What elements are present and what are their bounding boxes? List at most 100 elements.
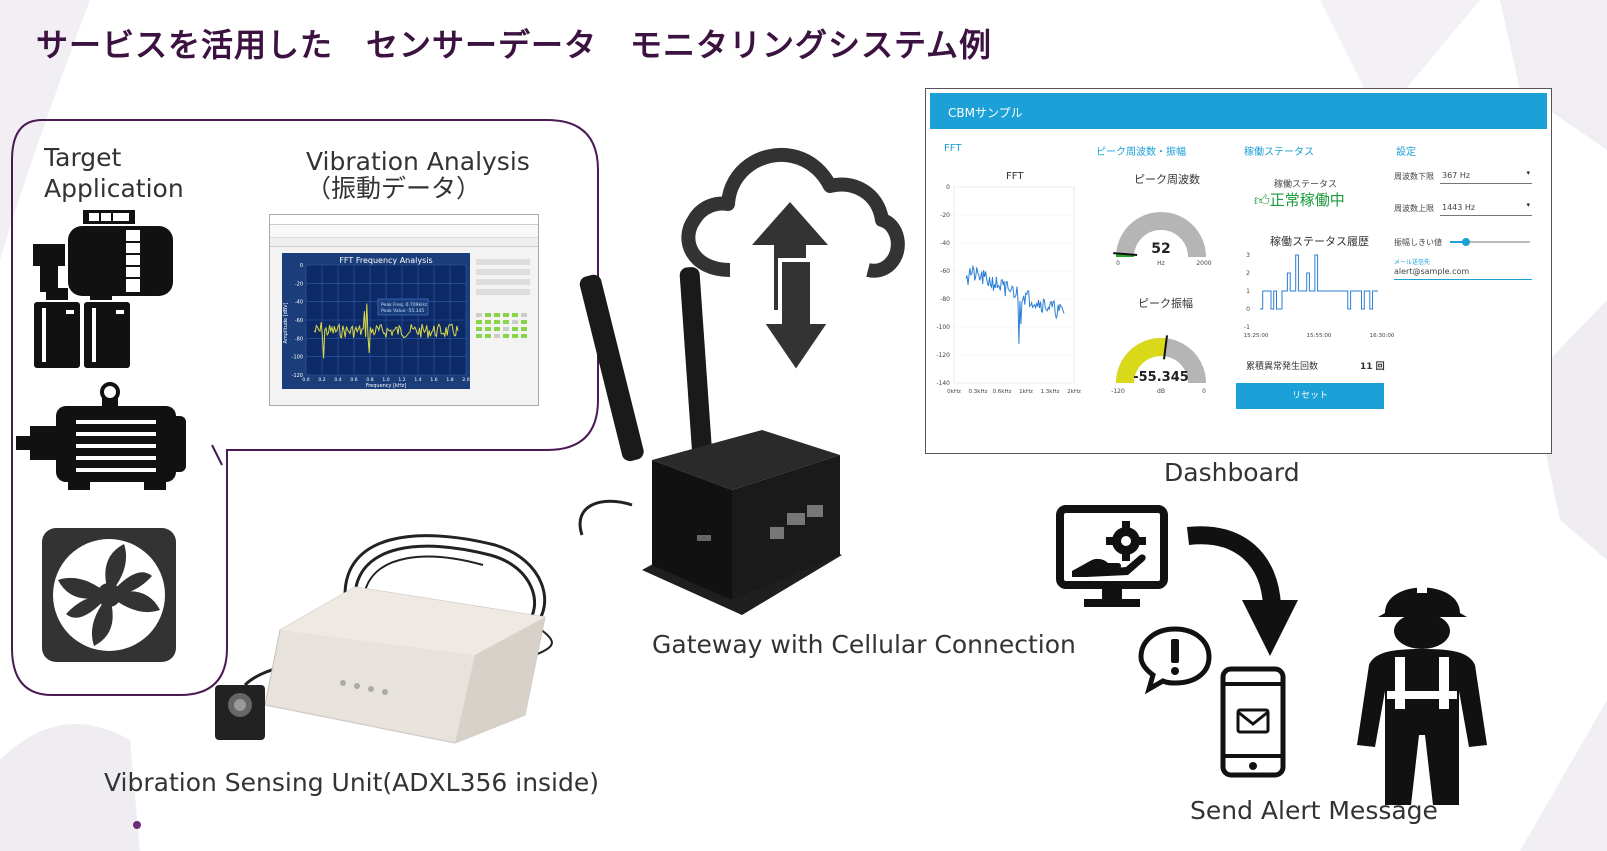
anomaly-count-value: 11 回 — [1360, 362, 1385, 372]
freq-upper-label: 周波数上限 — [1394, 204, 1434, 213]
monitor-service-icon — [1056, 505, 1168, 607]
mail-label: メール送信先 — [1394, 259, 1431, 266]
fft-y-tick: -60 — [940, 268, 950, 275]
va-led — [512, 334, 518, 338]
mail-input[interactable]: alert@sample.com — [1394, 265, 1532, 280]
va-led — [503, 327, 509, 331]
va-fft-chart: FFT Frequency Analysis 0-20-40-60-80-100… — [282, 253, 470, 389]
target-bubble — [11, 119, 599, 696]
va-x-tick: 2.0 — [462, 377, 469, 383]
va-titlebar — [270, 215, 538, 225]
vibration-analysis-label: Vibration Analysis （振動データ） — [306, 148, 530, 202]
freq-upper-value: 1443 Hz — [1442, 203, 1476, 212]
sensing-unit-label: Vibration Sensing Unit(ADXL356 inside) — [104, 768, 600, 797]
va-y-tick: -80 — [295, 336, 303, 342]
fft-y-tick: -140 — [936, 380, 950, 387]
status-x-tick: 16:30:00 — [1370, 333, 1395, 339]
status-y-tick: -1 — [1244, 324, 1250, 331]
va-led — [494, 313, 500, 317]
status-y-tick: 3 — [1246, 252, 1250, 259]
dashboard-screen: CBMサンプル FFT FFT 0-20-40-60-80-100-120-14… — [925, 88, 1552, 454]
status-history-title: 稼働ステータス履歴 — [1270, 235, 1369, 248]
va-y-tick: 0 — [300, 263, 303, 269]
fft-x-tick: 0.6kHz — [993, 389, 1012, 395]
status-x-tick: 15:55:00 — [1307, 333, 1332, 339]
fft-x-tick: 2kHz — [1067, 389, 1081, 395]
pump-motor-icon — [33, 210, 173, 368]
dashboard-header: CBMサンプル — [930, 93, 1547, 129]
fan-icon — [42, 528, 176, 662]
fft-x-tick: 1kHz — [1019, 389, 1033, 395]
fft-y-tick: -40 — [940, 240, 950, 247]
va-led — [512, 313, 518, 317]
va-led-grid — [476, 313, 530, 338]
dashboard-settings-panel: 設定 周波数下限 367 Hz ▾ 周波数上限 1443 Hz ▾ 振幅しきい値… — [1392, 133, 1542, 449]
mail-value: alert@sample.com — [1394, 267, 1470, 276]
va-x-tick: 0.2 — [318, 377, 325, 383]
va-fft-trace — [313, 303, 459, 359]
va-x-tick: 1.8 — [446, 377, 453, 383]
va-led — [512, 320, 518, 324]
va-y-label: Amplitude [dBV] — [283, 302, 289, 343]
gateway-image — [578, 267, 842, 615]
va-led — [521, 334, 527, 338]
vibration-analysis-screen: FFT Frequency Analysis 0-20-40-60-80-100… — [269, 214, 539, 406]
freq-lower-select[interactable]: 367 Hz ▾ — [1440, 167, 1532, 184]
va-led — [512, 327, 518, 331]
peak-amp-title: ピーク振幅 — [1138, 297, 1193, 310]
peak-freq-gauge: 52 Hz 0 2000 — [1113, 212, 1212, 267]
va-led — [494, 327, 500, 331]
target-label-line1: Target — [44, 143, 122, 172]
va-led — [476, 327, 482, 331]
threshold-slider-handle[interactable] — [1462, 238, 1470, 246]
reset-button[interactable]: リセット — [1236, 383, 1384, 409]
fft-y-tick: -80 — [940, 296, 950, 303]
gateway-label: Gateway with Cellular Connection — [652, 630, 1076, 659]
fft-y-tick: -120 — [936, 352, 950, 359]
threshold-slider[interactable] — [1450, 238, 1530, 246]
va-led — [521, 327, 527, 331]
peak-amp-min: -120 — [1111, 388, 1125, 395]
settings-section-title: 設定 — [1396, 147, 1416, 158]
va-led — [476, 334, 482, 338]
fft-x-tick: 0.3kHz — [969, 389, 988, 395]
va-led — [485, 334, 491, 338]
smartphone-mail-icon — [1220, 666, 1286, 778]
peak-freq-min: 0 — [1116, 260, 1120, 267]
dashboard-label: Dashboard — [1164, 458, 1300, 487]
peak-section-title: ピーク周波数・振幅 — [1096, 147, 1186, 158]
va-x-tick: 0.8 — [366, 377, 373, 383]
va-x-tick: 0.4 — [334, 377, 341, 383]
peak-freq-value: 52 — [1151, 241, 1170, 257]
fft-x-tick: 1.3kHz — [1041, 389, 1060, 395]
peak-amp-value: -55.345 — [1133, 370, 1189, 385]
va-led — [485, 327, 491, 331]
freq-upper-select[interactable]: 1443 Hz ▾ — [1440, 199, 1532, 216]
status-y-tick: 2 — [1246, 270, 1250, 277]
va-led — [494, 334, 500, 338]
page-title: サービスを活用した センサーデータ モニタリングシステム例 — [36, 26, 993, 64]
fft-chart-title: FFT — [1006, 171, 1024, 182]
va-x-tick: 0.6 — [350, 377, 357, 383]
cloud-sync-icon — [681, 148, 905, 376]
va-led — [494, 320, 500, 324]
threshold-label: 振幅しきい値 — [1394, 238, 1442, 247]
status-label: 稼働ステータス — [1274, 180, 1338, 190]
va-y-tick: -60 — [295, 318, 303, 324]
fft-y-tick: -20 — [940, 212, 950, 219]
status-x-tick: 15:25:00 — [1244, 333, 1269, 339]
va-led — [476, 320, 482, 324]
sensing-unit-image — [215, 534, 553, 744]
curved-arrow-icon — [1186, 526, 1298, 656]
va-chart-title: FFT Frequency Analysis — [339, 256, 432, 265]
fft-x-tick: 0kHz — [947, 389, 961, 395]
electric-motor-icon — [16, 382, 186, 490]
va-tabs — [270, 238, 538, 247]
vibration-analysis-line1: Vibration Analysis — [306, 147, 530, 176]
freq-lower-label: 周波数下限 — [1394, 172, 1434, 181]
target-application-label: Target Application — [44, 142, 184, 204]
